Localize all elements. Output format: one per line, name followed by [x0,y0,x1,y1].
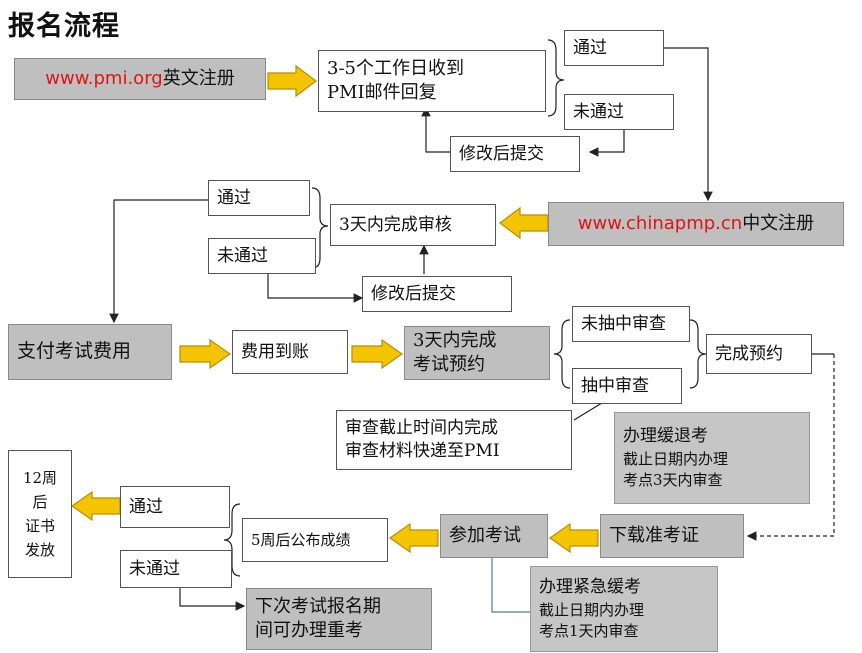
cert-line3: 发放 [24,541,55,559]
pmi-reply-line2: PMI邮件回复 [327,82,437,103]
download-ticket-box: 下载准考证 [600,514,744,558]
left-arrow-icon [70,490,121,522]
not-audited-label: 未抽中审查 [581,313,666,334]
pass-label-3: 通过 [129,496,163,517]
booking-line2: 考试预约 [413,354,485,375]
pass-box-3: 通过 [120,486,230,528]
booking-line1: 3天内完成 [413,329,497,351]
pay-fee-box: 支付考试费用 [8,324,172,380]
audit-note-line1: 审查截止时间内完成 [345,418,498,439]
result-label: 5周后公布成绩 [251,530,351,549]
pass-box-1: 通过 [564,30,664,66]
audited-box: 抽中审查 [572,368,682,404]
retake-line1: 下次考试报名期 [255,595,381,617]
booking-done-label: 完成预约 [715,343,783,364]
fail-label-1: 未通过 [573,101,624,122]
pass-box-2: 通过 [208,180,310,216]
fail-box-1: 未通过 [564,94,674,130]
fail-label-3: 未通过 [129,558,180,579]
fail-label-2: 未通过 [217,245,268,266]
fee-arrived-box: 费用到账 [232,330,348,374]
retake-box: 下次考试报名期 间可办理重考 [246,588,432,650]
booking-done-box: 完成预约 [706,334,812,374]
page-title: 报名流程 [8,11,120,42]
pay-fee-label: 支付考试费用 [17,340,132,363]
urgent-defer-box: 办理紧急缓考 截止日期内办理 考点1天内审查 [530,566,718,652]
fail-box-3: 未通过 [120,550,232,588]
pmi-url: www.pmi.org [45,67,163,89]
retake-line2: 间可办理重考 [255,620,363,641]
review-label: 3天内完成审核 [339,214,452,235]
pass-label-2: 通过 [217,187,251,208]
download-ticket-label: 下载准考证 [609,524,699,546]
left-arrow-icon [388,522,439,554]
defer-line1: 办理缓退考 [623,425,708,446]
resubmit-label-1: 修改后提交 [459,143,544,164]
right-arrow-icon [179,338,232,370]
right-arrow-icon [351,338,404,370]
defer-line2: 截止日期内办理 [623,449,729,468]
resubmit-label-2: 修改后提交 [371,283,456,304]
cert-line1: 12周后 [22,469,58,511]
audit-note-box: 审查截止时间内完成 审查材料快递至PMI [336,410,572,470]
urgent-defer-line2: 截止日期内办理 [539,600,645,619]
booking-box: 3天内完成 考试预约 [404,326,550,380]
urgent-defer-line1: 办理紧急缓考 [539,577,641,598]
pass-label-1: 通过 [573,37,607,58]
certificate-box: 12周后 证书 发放 [8,450,72,578]
chinapmp-url: www.chinapmp.cn [577,212,743,234]
fee-arrived-label: 费用到账 [241,341,309,362]
not-audited-box: 未抽中审查 [572,306,690,342]
audited-label: 抽中审查 [581,375,649,396]
left-arrow-icon [548,522,599,554]
pmi-reply-line1: 3-5个工作日收到 [327,57,464,79]
take-exam-box: 参加考试 [440,514,548,558]
take-exam-label: 参加考试 [449,524,521,546]
resubmit-box-2: 修改后提交 [362,276,512,312]
cert-line2: 证书 [24,517,55,535]
resubmit-box-1: 修改后提交 [450,136,580,172]
defer-box: 办理缓退考 截止日期内办理 考点3天内审查 [614,412,810,504]
fail-box-2: 未通过 [208,238,316,274]
pmi-reply-box: 3-5个工作日收到 PMI邮件回复 [318,50,546,112]
chinapmp-register-label: 中文注册 [742,212,815,234]
defer-line3: 考点3天内审查 [623,471,723,490]
right-arrow-icon [267,64,317,98]
urgent-defer-line3: 考点1天内审查 [539,621,639,640]
left-arrow-icon [499,206,549,240]
audit-note-line2: 审查材料快递至PMI [345,441,500,461]
pmi-register-label: 英文注册 [162,67,235,89]
result-box: 5周后公布成绩 [242,518,388,562]
review-box: 3天内完成审核 [330,204,496,246]
